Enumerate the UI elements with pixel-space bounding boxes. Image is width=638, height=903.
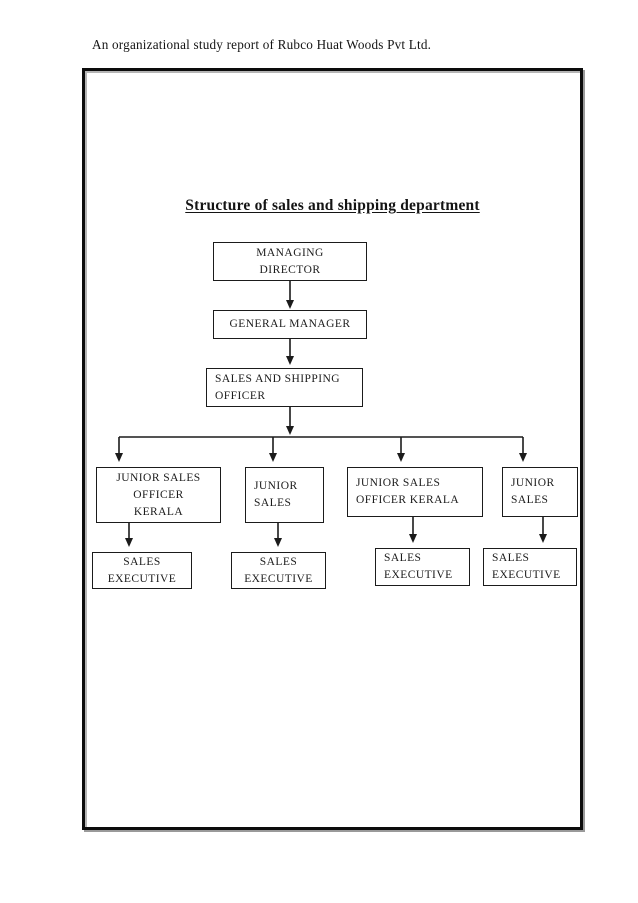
org-node-sales-executive-1: SALES EXECUTIVE	[92, 552, 192, 589]
org-node-junior-sales-officer-kerala-2: JUNIOR SALES OFFICER KERALA	[347, 467, 483, 517]
org-chart-connectors	[115, 281, 547, 547]
org-node-sales-shipping-officer: SALES AND SHIPPING OFFICER	[206, 368, 363, 407]
arrowhead-md-gm	[286, 300, 294, 309]
org-node-managing-director: MANAGING DIRECTOR	[213, 242, 367, 281]
arrowhead-branch-jr2	[269, 453, 277, 462]
diagram-title: Structure of sales and shipping departme…	[185, 197, 480, 214]
arrowhead-branch-jr1	[115, 453, 123, 462]
org-node-sales-executive-4: SALES EXECUTIVE	[483, 548, 577, 586]
org-node-sales-executive-3: SALES EXECUTIVE	[375, 548, 470, 586]
org-node-general-manager: GENERAL MANAGER	[213, 310, 367, 339]
page-border-frame: Structure of sales and shipping departme…	[82, 68, 583, 830]
arrowhead-branch-jr3	[397, 453, 405, 462]
org-node-junior-sales-2: JUNIOR SALES	[502, 467, 578, 517]
arrowhead-jr4-se4	[539, 534, 547, 543]
arrowhead-branch-jr4	[519, 453, 527, 462]
arrowhead-sso-branch	[286, 426, 294, 435]
arrowhead-jr2-se2	[274, 538, 282, 547]
arrowhead-jr3-se3	[409, 534, 417, 543]
arrowhead-gm-sso	[286, 356, 294, 365]
org-node-junior-sales-1: JUNIOR SALES	[245, 467, 324, 523]
arrowhead-jr1-se1	[125, 538, 133, 547]
report-header-text: An organizational study report of Rubco …	[92, 37, 432, 52]
org-node-sales-executive-2: SALES EXECUTIVE	[231, 552, 326, 589]
org-node-junior-sales-officer-kerala-1: JUNIOR SALES OFFICER KERALA	[96, 467, 221, 523]
